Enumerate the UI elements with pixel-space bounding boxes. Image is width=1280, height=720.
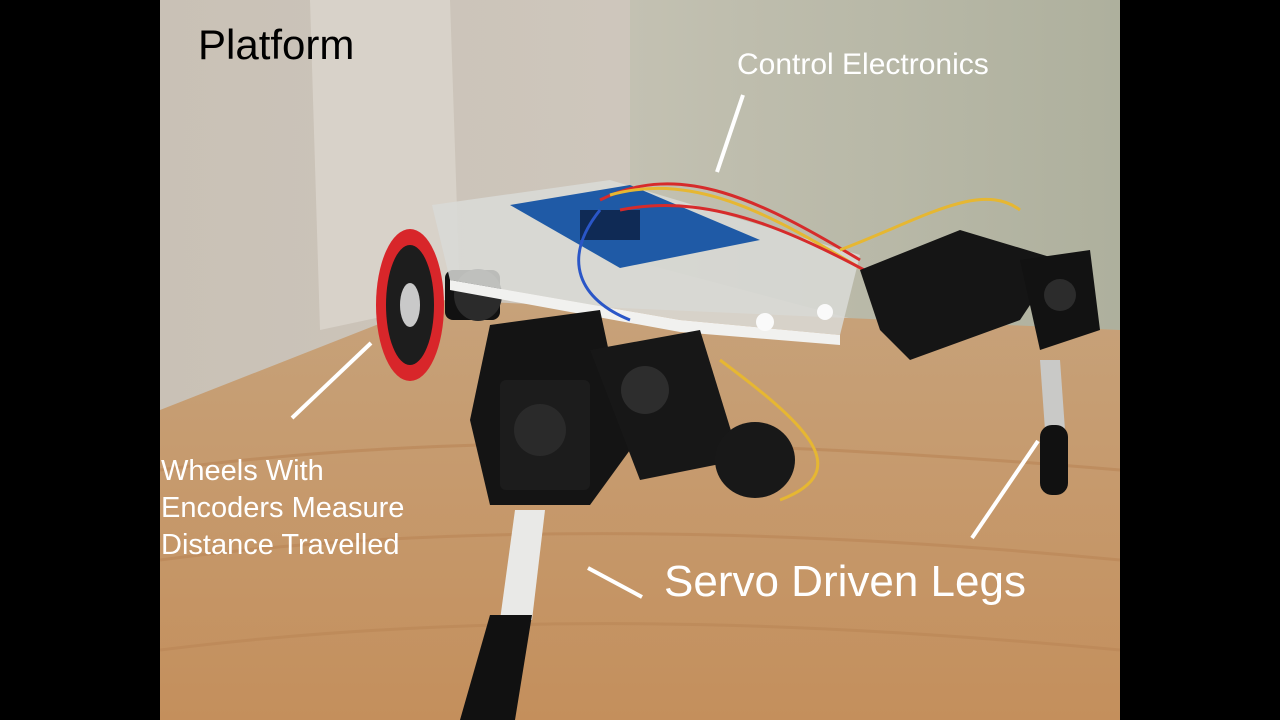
- servo-driven-legs-label: Servo Driven Legs: [664, 557, 1026, 606]
- robot-photo: [160, 0, 1120, 720]
- wheels-label-line-1: Wheels With: [161, 455, 324, 487]
- control-electronics-label: Control Electronics: [737, 48, 989, 81]
- wheels-label-line-2: Encoders Measure: [161, 491, 405, 524]
- wheels-encoders-label: Wheels With Encoders Measure Distance Tr…: [161, 453, 404, 563]
- servo-pointer-left-icon: [587, 566, 643, 599]
- wheels-label-line-3: Distance Travelled: [161, 528, 400, 561]
- control-electronics-pointer-icon: [715, 94, 745, 173]
- servo-pointer-right-icon: [970, 439, 1040, 540]
- wheel-pointer-icon: [290, 341, 373, 420]
- robot-photo-illustration: [160, 0, 1120, 720]
- platform-label: Platform: [198, 21, 355, 68]
